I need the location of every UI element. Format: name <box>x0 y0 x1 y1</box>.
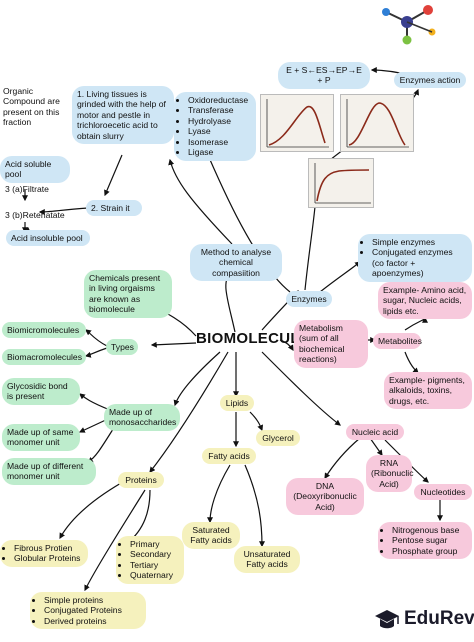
node-enzyme-classes: Oxidoreductase Transferase Hydrolyase Ly… <box>174 92 256 161</box>
node-acid-soluble-pool: Acid soluble pool <box>0 156 70 183</box>
node-metabolites-example: Example- Amino acid, sugar, Nucleic acid… <box>378 282 472 320</box>
enzyme-type-item: Conjugated enzymes (co factor + apoenzym… <box>372 247 467 278</box>
protein-structure-item: Secondary <box>130 549 179 559</box>
protein-structure-item: Tertiary <box>130 560 179 570</box>
node-dna: DNA (Deoxyribonuclic Acid) <box>286 478 364 516</box>
node-protein-shapes: Fibrous Protien Globular Proteins <box>0 540 88 567</box>
node-protein-kinds: Simple proteins Conjugated Proteins Deri… <box>30 592 146 630</box>
node-retenatate: 3 (b)Retenatate <box>5 210 65 220</box>
node-saturated: Saturated Fatty acids <box>182 522 240 549</box>
node-rna: RNA (Ribonuclic Acid) <box>366 455 414 493</box>
node-chemicals-present: Chemicals present in living orgaisms are… <box>84 270 172 318</box>
center-title: BIOMOLECULES <box>196 330 321 347</box>
enzyme-class-item: Hydrolyase <box>188 116 251 126</box>
node-nucleotides: Nucleotides <box>414 484 472 501</box>
enzyme-type-item: Simple enzymes <box>372 237 467 247</box>
protein-kind-item: Conjugated Proteins <box>44 605 141 615</box>
enzyme-class-item: Oxidoreductase <box>188 95 251 105</box>
enzyme-class-item: Ligase <box>188 147 251 157</box>
node-acid-insoluble-pool: Acid insoluble pool <box>6 230 90 247</box>
node-nucleic-acid: Nucleic acid <box>346 424 404 441</box>
node-protein-structure: Primary Secondary Tertiary Quaternary <box>116 536 184 584</box>
molecule-icon <box>382 5 436 45</box>
node-enzyme-types: Simple enzymes Conjugated enzymes (co fa… <box>358 234 472 282</box>
node-glycerol: Glycerol <box>256 430 300 447</box>
node-nucleotide-parts: Nitrogenous base Pentose sugar Phosphate… <box>378 522 472 560</box>
node-strain: 2. Strain it <box>86 200 142 217</box>
nucleotide-part-item: Phosphate group <box>392 546 467 556</box>
nucleotide-part-item: Pentose sugar <box>392 535 467 545</box>
node-enzyme-equation: E + S←ES→EP→E + P <box>278 62 370 89</box>
protein-shape-item: Fibrous Protien <box>14 543 83 553</box>
node-types: Types <box>106 339 138 356</box>
node-unsaturated: Unsaturated Fatty acids <box>234 546 300 573</box>
node-filtrate: 3 (a)Filtrate <box>5 184 49 194</box>
node-different-monomer: Made up of different monomer unit <box>2 458 96 485</box>
node-enzymes-action: Enzymes action <box>394 72 466 89</box>
node-method-analyse: Method to analyse chemical compasiition <box>190 244 282 282</box>
enzyme-class-item: Lyase <box>188 126 251 136</box>
enzyme-class-item: Transferase <box>188 105 251 115</box>
node-metabolism: Metabolism (sum of all biochemical react… <box>294 320 368 368</box>
node-made-up-mono: Made up of monosaccharides <box>104 404 180 431</box>
protein-kind-item: Simple proteins <box>44 595 141 605</box>
node-glycosidic-bond: Glycosidic bond is present <box>2 378 80 405</box>
protein-structure-item: Quaternary <box>130 570 179 580</box>
node-biomicromolecules: Biomicromolecules <box>2 322 86 339</box>
node-enzymes: Enzymes <box>286 291 332 308</box>
graduation-cap-icon <box>375 610 399 629</box>
node-lipids: Lipids <box>220 395 254 412</box>
protein-structure-item: Primary <box>130 539 179 549</box>
enzyme-class-item: Isomerase <box>188 137 251 147</box>
node-secondary-metabolites: Example- pigments, alkaloids, toxins, dr… <box>384 372 472 410</box>
brand-logo-text: EduRev <box>404 608 474 629</box>
nucleotide-part-item: Nitrogenous base <box>392 525 467 535</box>
node-proteins: Proteins <box>118 472 164 489</box>
protein-kind-item: Derived proteins <box>44 616 141 626</box>
node-organic-fraction: Organic Compound are present on this fra… <box>3 86 60 128</box>
node-biomacromolecules: Biomacromolecules <box>2 349 86 366</box>
node-same-monomer: Made up of same monomer unit <box>2 424 80 451</box>
node-fatty-acids: Fatty acids <box>202 448 256 465</box>
node-metabolites: Metabolites <box>373 333 422 350</box>
node-living-tissues: 1. Living tissues is grinded with the he… <box>72 86 174 145</box>
protein-shape-item: Globular Proteins <box>14 553 83 563</box>
